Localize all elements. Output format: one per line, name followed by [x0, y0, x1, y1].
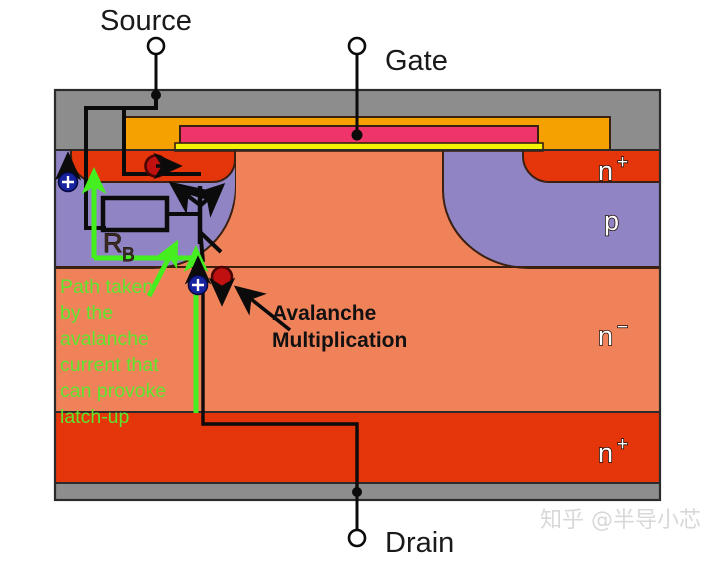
- svg-text:Avalanche: Avalanche: [272, 302, 376, 325]
- carrier-hole-center: [184, 255, 212, 296]
- gate-label: Gate: [385, 45, 448, 77]
- terminal-leads: [146, 36, 367, 548]
- avalanche-annotation: Avalanche Multiplication: [272, 302, 407, 352]
- region-label-p-body: p: [603, 205, 620, 237]
- carrier-hole-left: [54, 151, 82, 193]
- gate-junction-dot: [351, 129, 363, 141]
- region-label-n-minus-drift: n −: [597, 316, 629, 352]
- avalanche-callout-arrow: [233, 285, 292, 332]
- carrier-symbols: [54, 151, 236, 307]
- electron-center-dot: [210, 265, 234, 289]
- region-label-n-plus-drain: n +: [597, 433, 629, 469]
- svg-text:n: n: [598, 438, 613, 468]
- resistor-label-rb: R B: [103, 228, 136, 267]
- svg-text:B: B: [122, 245, 135, 266]
- svg-text:+: +: [617, 434, 628, 455]
- n-plus-source-right: [522, 149, 660, 183]
- svg-text:n: n: [598, 321, 613, 351]
- watermark-label: 知乎 @半导小芯: [540, 508, 701, 533]
- svg-text:+: +: [617, 152, 628, 173]
- npn-collector-branch: [198, 230, 223, 254]
- carrier-electron-center: [208, 265, 236, 307]
- svg-text:Multiplication: Multiplication: [272, 329, 407, 352]
- svg-text:p: p: [604, 206, 619, 236]
- carrier-electron-left: [144, 152, 183, 180]
- region-label-n-plus-source: n +: [597, 151, 629, 187]
- hole-left-plus-sign: [62, 176, 74, 188]
- source-label: Source: [100, 5, 192, 37]
- drain-terminal-node[interactable]: [347, 528, 367, 548]
- svg-text:latch-up: latch-up: [60, 406, 130, 428]
- svg-text:avalanche: avalanche: [60, 328, 149, 350]
- svg-text:R: R: [103, 228, 123, 258]
- green-arrow-diagonal: [146, 239, 179, 298]
- svg-text:n: n: [598, 156, 613, 186]
- drain-internal-wire: [201, 268, 359, 492]
- green-note-annotation: Path taken by the avalanche current that…: [60, 276, 166, 428]
- svg-text:current that: current that: [60, 354, 159, 376]
- svg-text:can provoke: can provoke: [60, 380, 166, 402]
- gate-terminal-node[interactable]: [347, 36, 367, 56]
- drain-label: Drain: [385, 527, 454, 559]
- hole-center-plus-sign: [192, 279, 204, 291]
- svg-text:by the: by the: [60, 302, 113, 324]
- svg-text:Path taken: Path taken: [60, 276, 153, 298]
- source-terminal-node[interactable]: [146, 36, 166, 56]
- npn-emitter-arrow: [189, 183, 226, 218]
- svg-text:−: −: [617, 317, 628, 338]
